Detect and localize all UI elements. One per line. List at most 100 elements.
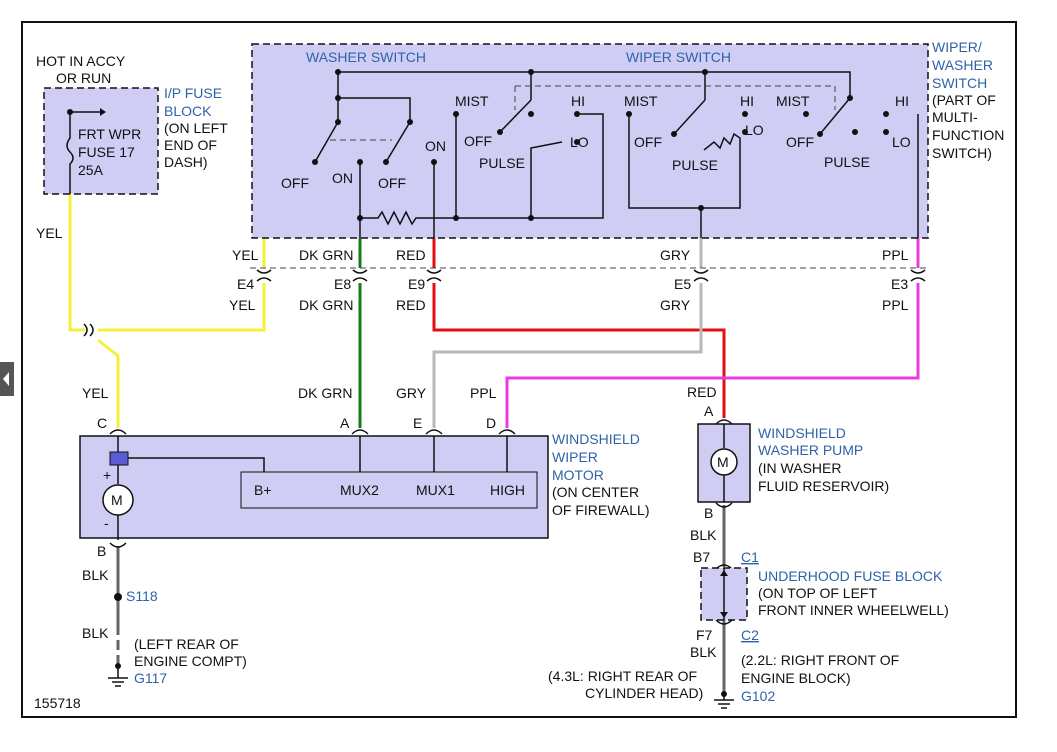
pump-title-1: WINDSHIELD [758, 425, 846, 441]
wire-blk-motor: BLK [82, 567, 109, 583]
pump-conn-a: A [704, 403, 714, 419]
motor-module [240, 471, 538, 509]
pump-conn-b: B [704, 505, 713, 521]
switch-title-3: SWITCH [932, 75, 987, 91]
wire-dkgrn-top: DK GRN [299, 247, 353, 263]
ground-22-loc-1: (2.2L: RIGHT FRONT OF [741, 652, 899, 668]
lo-1: LO [570, 134, 589, 150]
motor-mux2: MUX2 [340, 482, 379, 498]
conn-c2-link[interactable]: C2 [741, 627, 759, 643]
connector-symbols [83, 269, 926, 625]
fuse-rating: 25A [78, 162, 104, 178]
wire-red-pump: RED [687, 384, 717, 400]
underhood-loc-1: (ON TOP OF LEFT [758, 585, 877, 601]
wire-yel-motor: YEL [82, 385, 109, 401]
motor-bplus: B+ [254, 482, 272, 498]
pump-loc-2: FLUID RESERVOIR) [758, 478, 889, 494]
conn-d: D [486, 415, 496, 431]
fuse-name-2: FUSE 17 [78, 144, 135, 160]
washer-off-right: OFF [378, 175, 406, 191]
ip-fuse-block [43, 87, 159, 195]
arrow-right-icon [100, 108, 106, 116]
windshield-wiper-motor [79, 435, 549, 539]
motor-loc-1: (ON CENTER [552, 484, 639, 500]
fuse-block-title-1: I/P FUSE [164, 85, 222, 101]
washer-switch-label: WASHER SWITCH [306, 49, 426, 65]
ground-left-loc-2: ENGINE COMPT) [134, 653, 247, 669]
wiper-switch-label: WIPER SWITCH [626, 49, 731, 65]
figure-id: 155718 [34, 695, 81, 711]
ground-43-loc-1: (4.3L: RIGHT REAR OF [548, 668, 697, 684]
mist-1: MIST [455, 93, 489, 109]
wire-dkgrn-mid: DK GRN [299, 297, 353, 313]
conn-c1-link[interactable]: C1 [741, 549, 759, 565]
wire-blk-lower: BLK [82, 625, 109, 641]
wire-yel-fuse: YEL [36, 225, 63, 241]
motor-minus: - [104, 515, 109, 531]
conn-b7: B7 [693, 549, 710, 565]
switch-part-4: SWITCH) [932, 145, 992, 161]
conn-f7: F7 [696, 627, 713, 643]
motor-title-1: WINDSHIELD [552, 431, 640, 447]
wire-ppl-mid: PPL [882, 297, 909, 313]
blk-wire [116, 505, 726, 695]
motor-title-2: WIPER [552, 449, 598, 465]
ground-g117: G117 [134, 670, 167, 686]
wire-dkgrn-motor: DK GRN [298, 385, 352, 401]
splice-s118 [114, 593, 122, 601]
fuse-block-title-2: BLOCK [164, 103, 212, 119]
lo-2: LO [745, 122, 764, 138]
fuse-block-loc-3: DASH) [164, 154, 208, 170]
fuse-block-loc-2: END OF [164, 137, 217, 153]
motor-loc-2: OF FIREWALL) [552, 502, 650, 518]
wire-red-mid: RED [396, 297, 426, 313]
gry-wire [432, 238, 703, 428]
diagram-frame [21, 21, 1017, 718]
lo-3: LO [892, 134, 911, 150]
wiper-switch-contacts [338, 69, 919, 238]
pulse-2: PULSE [672, 157, 718, 173]
pulse-3: PULSE [824, 154, 870, 170]
motor-title-3: MOTOR [552, 467, 604, 483]
hot-label-1: HOT IN ACCY [36, 53, 126, 69]
off-2: OFF [634, 134, 662, 150]
underhood-loc-2: FRONT INNER WHEELWELL) [758, 602, 949, 618]
mist-3: MIST [776, 93, 810, 109]
fuse-name-1: FRT WPR [78, 126, 141, 142]
conn-e5: E5 [674, 276, 691, 292]
ground-g117-icon [108, 666, 128, 687]
switch-title-1: WIPER/ [932, 39, 982, 55]
wire-blk-ground: BLK [690, 644, 717, 660]
wire-yel-mid: YEL [229, 297, 256, 313]
underhood-title: UNDERHOOD FUSE BLOCK [758, 568, 943, 584]
wash-on: ON [425, 138, 446, 154]
ground-left-loc-1: (LEFT REAR OF [134, 636, 239, 652]
conn-c: C [97, 415, 107, 431]
hi-2: HI [740, 93, 754, 109]
pump-m: M [717, 454, 729, 470]
conn-e3: E3 [891, 276, 908, 292]
motor-switch-block [109, 451, 129, 466]
hot-label-2: OR RUN [56, 70, 111, 86]
pump-title-2: WASHER PUMP [758, 442, 863, 458]
left-arrow-icon [3, 372, 9, 386]
yel-wire [68, 194, 266, 428]
red-wire [432, 238, 726, 418]
off-3: OFF [786, 134, 814, 150]
fuse-block-loc-1: (ON LEFT [164, 120, 228, 136]
washer-off-left: OFF [281, 175, 309, 191]
switch-part-3: FUNCTION [932, 127, 1004, 143]
hi-3: HI [895, 93, 909, 109]
washer-switch-contacts [312, 69, 459, 238]
wire-ppl-motor: PPL [470, 385, 497, 401]
switch-part-1: (PART OF [932, 92, 996, 108]
wire-gry-top: GRY [660, 247, 691, 263]
fuse-icon [66, 112, 74, 194]
pulse-1: PULSE [479, 155, 525, 171]
conn-e4: E4 [237, 276, 254, 292]
conn-a: A [340, 415, 350, 431]
motor-mux1: MUX1 [416, 482, 455, 498]
hi-1: HI [571, 93, 585, 109]
splice-s118-label: S118 [126, 588, 158, 604]
